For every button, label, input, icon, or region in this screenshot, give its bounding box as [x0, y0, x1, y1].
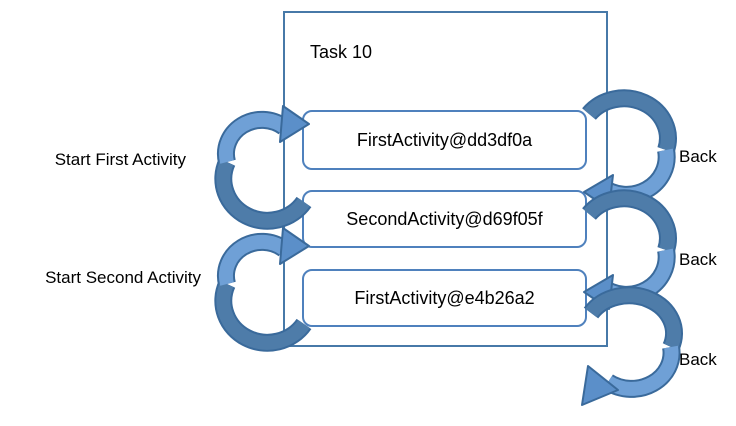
activity-label: SecondActivity@d69f05f: [346, 208, 543, 229]
activity-box: FirstActivity@dd3df0a: [302, 110, 587, 170]
activity-label: FirstActivity@dd3df0a: [356, 129, 533, 150]
activity-box: SecondActivity@d69f05f: [302, 190, 587, 248]
activity-box: FirstActivity@e4b26a2: [302, 269, 587, 327]
back-label: Back: [679, 250, 717, 269]
activity-label: FirstActivity@e4b26a2: [354, 287, 535, 308]
start-second-activity-label: Start Second Activity: [45, 268, 201, 287]
task-title: Task 10: [310, 42, 373, 62]
back-label: Back: [679, 147, 717, 166]
back-label: Back: [679, 350, 717, 369]
start-first-activity-label: Start First Activity: [54, 150, 186, 169]
